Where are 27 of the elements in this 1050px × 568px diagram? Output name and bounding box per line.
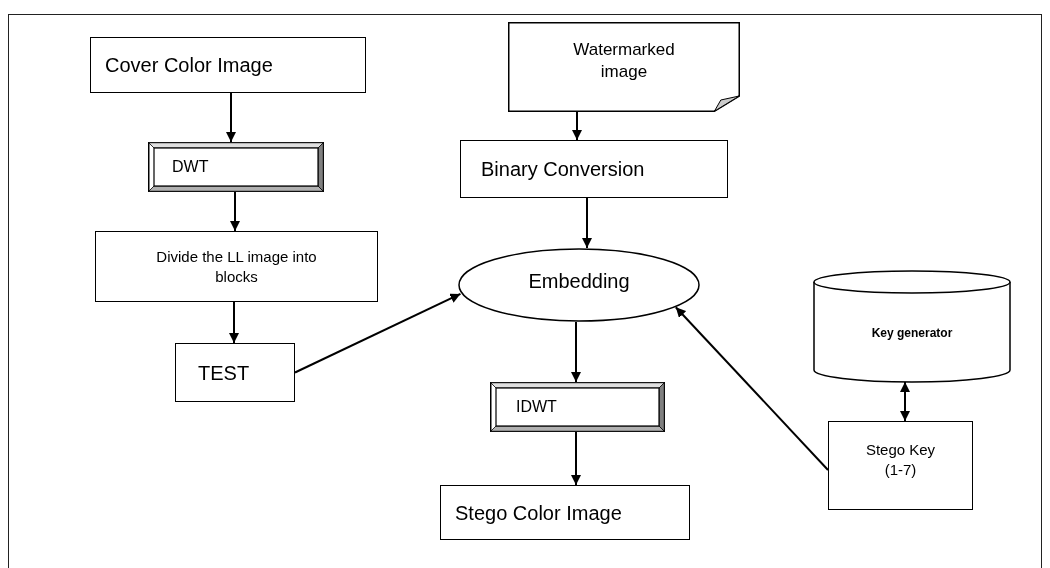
arrow <box>572 111 582 141</box>
node-label: IDWT <box>516 396 558 417</box>
node-label: DWT <box>172 156 210 177</box>
node-label: Stego Color Image <box>455 500 623 526</box>
node-label: Embedding <box>527 269 631 294</box>
process-box <box>828 421 973 510</box>
node-label: Watermarked image <box>572 38 676 83</box>
arrow <box>582 197 592 249</box>
arrow <box>226 92 236 143</box>
process-box <box>90 37 366 93</box>
node-label: Cover Color Image <box>105 53 274 78</box>
process-box <box>175 343 295 402</box>
arrow <box>674 306 829 471</box>
arrow <box>900 381 910 422</box>
arrow <box>230 191 240 232</box>
node-label: Stego Key (1-7) <box>864 440 937 479</box>
process-box <box>460 140 728 198</box>
arrow <box>294 292 462 374</box>
arrow <box>571 431 581 486</box>
node-label: Binary Conversion <box>481 157 646 182</box>
node-label: TEST <box>198 360 251 386</box>
node-label: Divide the LL image into blocks <box>155 247 318 286</box>
process-box <box>95 231 378 302</box>
arrow <box>229 301 239 344</box>
process-box <box>440 485 690 540</box>
arrow <box>571 321 581 383</box>
node-label: Key generator <box>870 326 954 342</box>
